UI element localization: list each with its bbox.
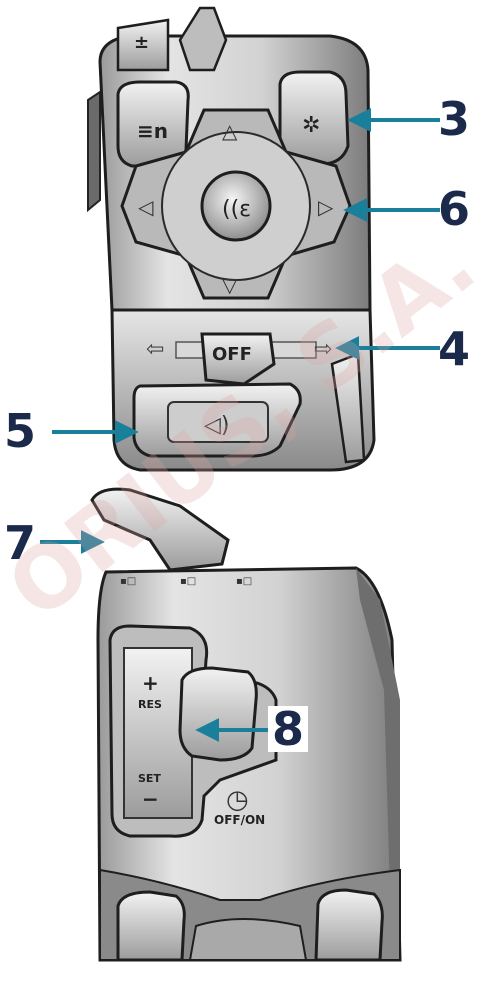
mounting-clamp (99, 868, 401, 962)
speedometer-icon: ◷ (226, 785, 249, 815)
svg-text:▪□: ▪□ (180, 576, 196, 587)
up-arrow-icon[interactable]: △ (222, 119, 238, 143)
turn-signal-off-label: OFF (212, 344, 252, 365)
voice-button[interactable]: ((ε (200, 170, 272, 242)
horn-icon: ◁) (204, 413, 230, 438)
svg-text:▪□: ▪□ (120, 576, 136, 587)
svg-text:▪□: ▪□ (236, 576, 252, 587)
res-label: RES (138, 698, 162, 711)
callout-7: 7 (4, 516, 37, 570)
callout-6: 6 (438, 182, 471, 236)
snowflake-icon: ✲ (302, 113, 320, 138)
voice-icon: ((ε (222, 197, 251, 222)
set-label: SET (138, 772, 161, 785)
horn-button[interactable]: ◁) (132, 382, 302, 458)
res-plus-label: + (142, 671, 159, 695)
callout-arrows (40, 108, 440, 742)
left-arrow-icon[interactable]: ◁ (137, 195, 154, 219)
callout-3: 3 (438, 92, 471, 146)
cruise-off-on-label: OFF/ON (214, 813, 265, 827)
hazard-button[interactable]: ✲ (278, 70, 350, 166)
callout-4: 4 (438, 322, 471, 376)
set-minus-label: − (142, 787, 159, 811)
cruise-lever[interactable] (90, 487, 230, 572)
fn-icon: ≡n (137, 119, 168, 143)
right-turn-icon: ⇨ (314, 337, 332, 362)
turn-signal-switch[interactable]: ⇦ OFF ⇨ (146, 332, 332, 386)
down-arrow-icon[interactable]: ▽ (222, 273, 238, 297)
left-turn-icon: ⇦ (146, 337, 164, 362)
fn-button[interactable]: ≡n (116, 80, 190, 168)
callout-5: 5 (4, 404, 37, 458)
right-arrow-icon[interactable]: ▷ (318, 195, 334, 219)
callout-8: 8 (268, 706, 309, 752)
svg-text:±: ± (134, 32, 149, 53)
